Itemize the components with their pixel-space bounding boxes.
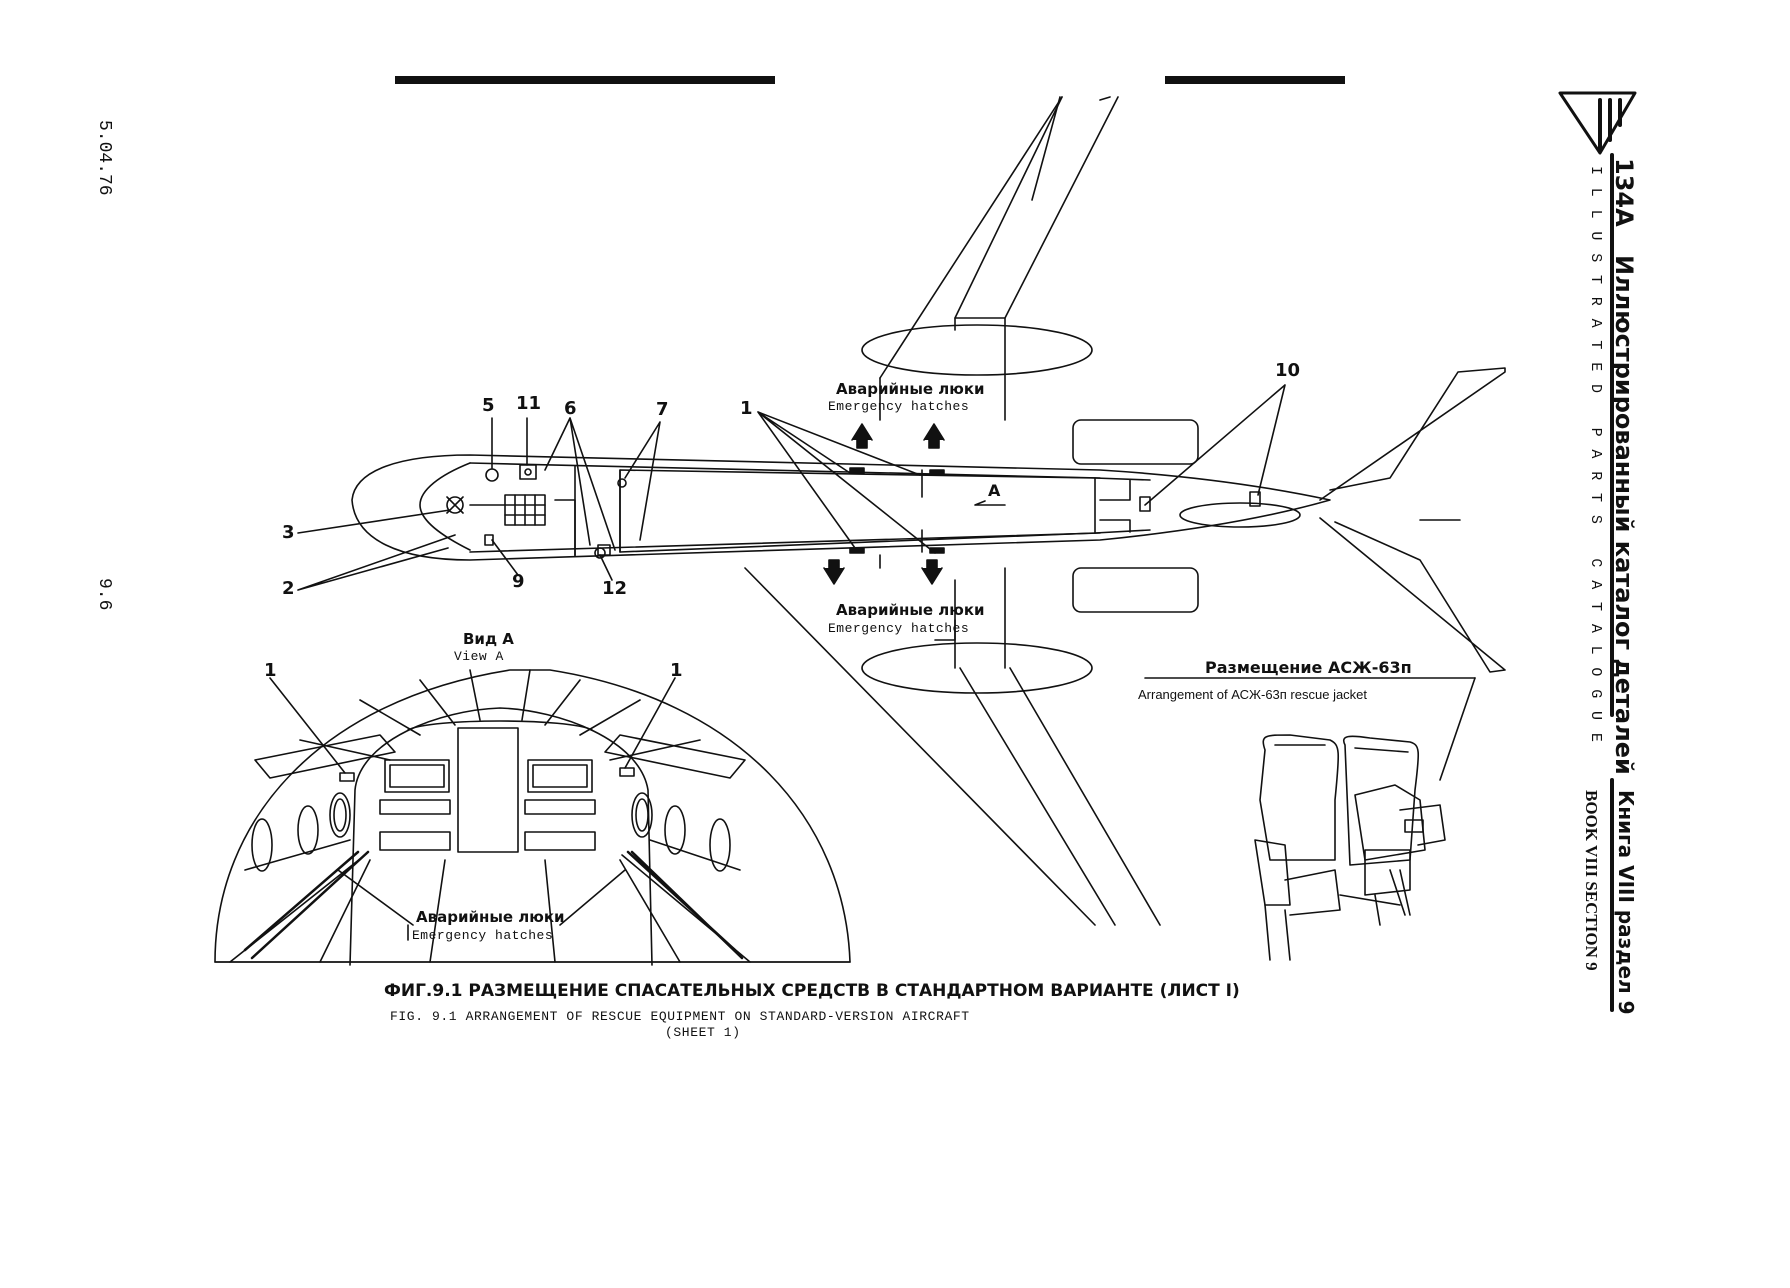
figure-caption-en: FIG. 9.1 ARRANGEMENT OF RESCUE EQUIPMENT… — [390, 1009, 970, 1024]
rescue-jacket-title-ru: Размещение АСЖ-63п — [1205, 658, 1412, 677]
callout-7: 7 — [656, 399, 669, 420]
view-a-title-ru: Вид А — [463, 630, 514, 648]
view-a-cabin — [214, 669, 851, 966]
publisher-logo — [1558, 91, 1637, 155]
callout-2: 2 — [282, 578, 295, 599]
figure-caption-ru: ФИГ.9.1 РАЗМЕЩЕНИЕ СПАСАТЕЛЬНЫХ СРЕДСТВ … — [384, 981, 1240, 1001]
page-number: 9.6 — [94, 578, 114, 611]
view-a-marker: A — [988, 481, 1001, 500]
aircraft-plan-view — [297, 96, 1506, 926]
catalog-title-en: ILLUSTRATED PARTS CATALOGUE — [1587, 166, 1604, 755]
issue-date: 5.04.76 — [94, 120, 114, 196]
passenger-seats — [1144, 677, 1476, 961]
callout-6: 6 — [564, 398, 577, 419]
view-a-callout-right: 1 — [670, 660, 683, 681]
top-bar-left — [395, 76, 775, 84]
hatch-label-ru-bottom: Аварийные люки — [836, 601, 985, 619]
hatch-label-ru-top: Аварийные люки — [836, 380, 985, 398]
view-a-callout-left: 1 — [264, 660, 277, 681]
callout-12: 12 — [602, 578, 628, 599]
figure-caption-sheet: (SHEET 1) — [665, 1025, 741, 1040]
view-a-title-en: View A — [454, 649, 504, 664]
model-number: 134A — [1610, 158, 1638, 227]
rescue-jacket-title-en: Arrangement of АСЖ-63п rescue jacket — [1138, 687, 1368, 702]
callout-3: 3 — [282, 522, 295, 543]
callout-10: 10 — [1275, 360, 1301, 381]
view-a-hatch-ru: Аварийные люки — [416, 908, 565, 926]
hatch-label-en-top: Emergency hatches — [828, 399, 970, 414]
callout-11: 11 — [516, 393, 542, 414]
callout-9: 9 — [512, 571, 525, 592]
book-section-ru: Книга VIII раздел 9 — [1614, 790, 1638, 1015]
catalog-title-ru: Иллюстрированный каталог деталей — [1610, 255, 1638, 775]
view-a-hatch-en: Emergency hatches — [412, 928, 554, 943]
callout-1: 1 — [740, 398, 753, 419]
book-section-en: BOOK VIII SECTION 9 — [1582, 790, 1601, 971]
hatch-label-en-bottom: Emergency hatches — [828, 621, 970, 636]
top-bar-right — [1165, 76, 1345, 84]
callout-5: 5 — [482, 395, 495, 416]
